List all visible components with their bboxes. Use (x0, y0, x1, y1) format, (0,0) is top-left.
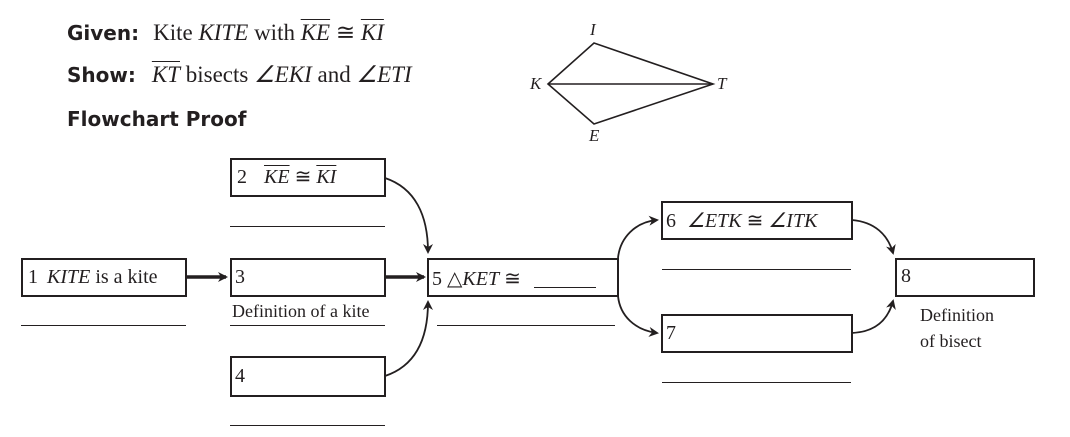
show-angle-eki: ∠EKI (254, 62, 312, 87)
step-number: 4 (235, 365, 245, 387)
step-8-reason-line-1: Definition (920, 305, 994, 325)
show-angle-eti: ∠ETI (356, 62, 412, 87)
step-4-reason-blank[interactable] (230, 425, 385, 426)
given-row: Given: Kite KITE with KE ≅ KI (67, 20, 384, 46)
step-6-reason-blank[interactable] (662, 269, 851, 270)
step-number: 8 (901, 265, 911, 287)
arrow-6-to-8 (851, 219, 896, 255)
given-kite-name: KITE (198, 20, 249, 45)
step-2-segment-ki: KI (316, 166, 337, 188)
arrow-5-to-6 (617, 215, 659, 259)
step-number: 3 (235, 266, 245, 288)
arrow-4-to-5 (384, 300, 433, 377)
vertex-label-i: I (590, 20, 596, 39)
step-2-box[interactable]: 2 KE ≅ KI (230, 158, 386, 197)
arrow-2-to-5 (384, 177, 433, 254)
step-5-box[interactable]: 5 △KET ≅ (427, 258, 619, 297)
given-segment-ke: KE (300, 20, 331, 45)
step-number: 5 (432, 268, 442, 290)
step-5-statement-blank[interactable] (534, 287, 596, 288)
step-number: 1 (28, 266, 38, 288)
step-8-reason-line-2: of bisect (920, 331, 982, 351)
given-with: with (248, 20, 301, 45)
arrow-7-to-8 (851, 299, 896, 334)
show-segment-kt: KT (151, 62, 180, 87)
step-5-reason-blank[interactable] (437, 325, 615, 326)
step-3-reason-line (230, 325, 385, 326)
show-bisects: bisects (180, 62, 255, 87)
triangle-symbol: △ (447, 268, 463, 290)
vertex-label-t: T (717, 74, 727, 93)
show-row: Show: KT bisects ∠EKI and ∠ETI (67, 62, 412, 88)
step-6-congruent-symbol: ≅ (741, 210, 769, 232)
step-number: 2 (237, 166, 247, 188)
step-2-reason-blank[interactable] (230, 226, 385, 227)
step-8-reason: Definition of bisect (920, 302, 994, 354)
step-8-box[interactable]: 8 (895, 258, 1035, 297)
given-segment-ki: KI (360, 20, 384, 45)
step-3-reason: Definition of a kite (232, 301, 370, 321)
step-2-congruent-symbol: ≅ (289, 166, 317, 188)
step-1-statement-italic: KITE (47, 266, 91, 288)
show-label: Show: (67, 63, 136, 87)
step-5-congruent-symbol: ≅ (499, 268, 521, 290)
vertex-label-e: E (589, 126, 600, 145)
step-7-reason-blank[interactable] (662, 382, 851, 383)
step-number: 7 (666, 322, 676, 344)
arrow-5-to-7 (617, 295, 659, 337)
step-6-box[interactable]: 6 ∠ETK ≅ ∠ITK (661, 201, 853, 240)
step-7-box[interactable]: 7 (661, 314, 853, 353)
step-number: 6 (666, 210, 676, 232)
step-5-triangle-name: KET (462, 268, 500, 290)
step-3-box[interactable]: 3 (230, 258, 386, 297)
given-text-prefix: Kite (153, 20, 199, 45)
step-1-reason-blank[interactable] (21, 325, 186, 326)
kite-figure (546, 42, 716, 125)
step-1-statement-rest: is a kite (90, 266, 158, 288)
show-and: and (311, 62, 357, 87)
given-congruent-symbol: ≅ (330, 20, 361, 45)
step-2-segment-ke: KE (264, 166, 290, 188)
step-1-box[interactable]: 1 KITE is a kite (21, 258, 187, 297)
vertex-label-k: K (530, 74, 542, 93)
step-4-box[interactable]: 4 (230, 356, 386, 397)
step-6-angle-etk: ∠ETK (687, 210, 742, 232)
section-title: Flowchart Proof (67, 107, 247, 131)
given-label: Given: (67, 21, 140, 45)
step-6-angle-itk: ∠ITK (768, 210, 818, 232)
